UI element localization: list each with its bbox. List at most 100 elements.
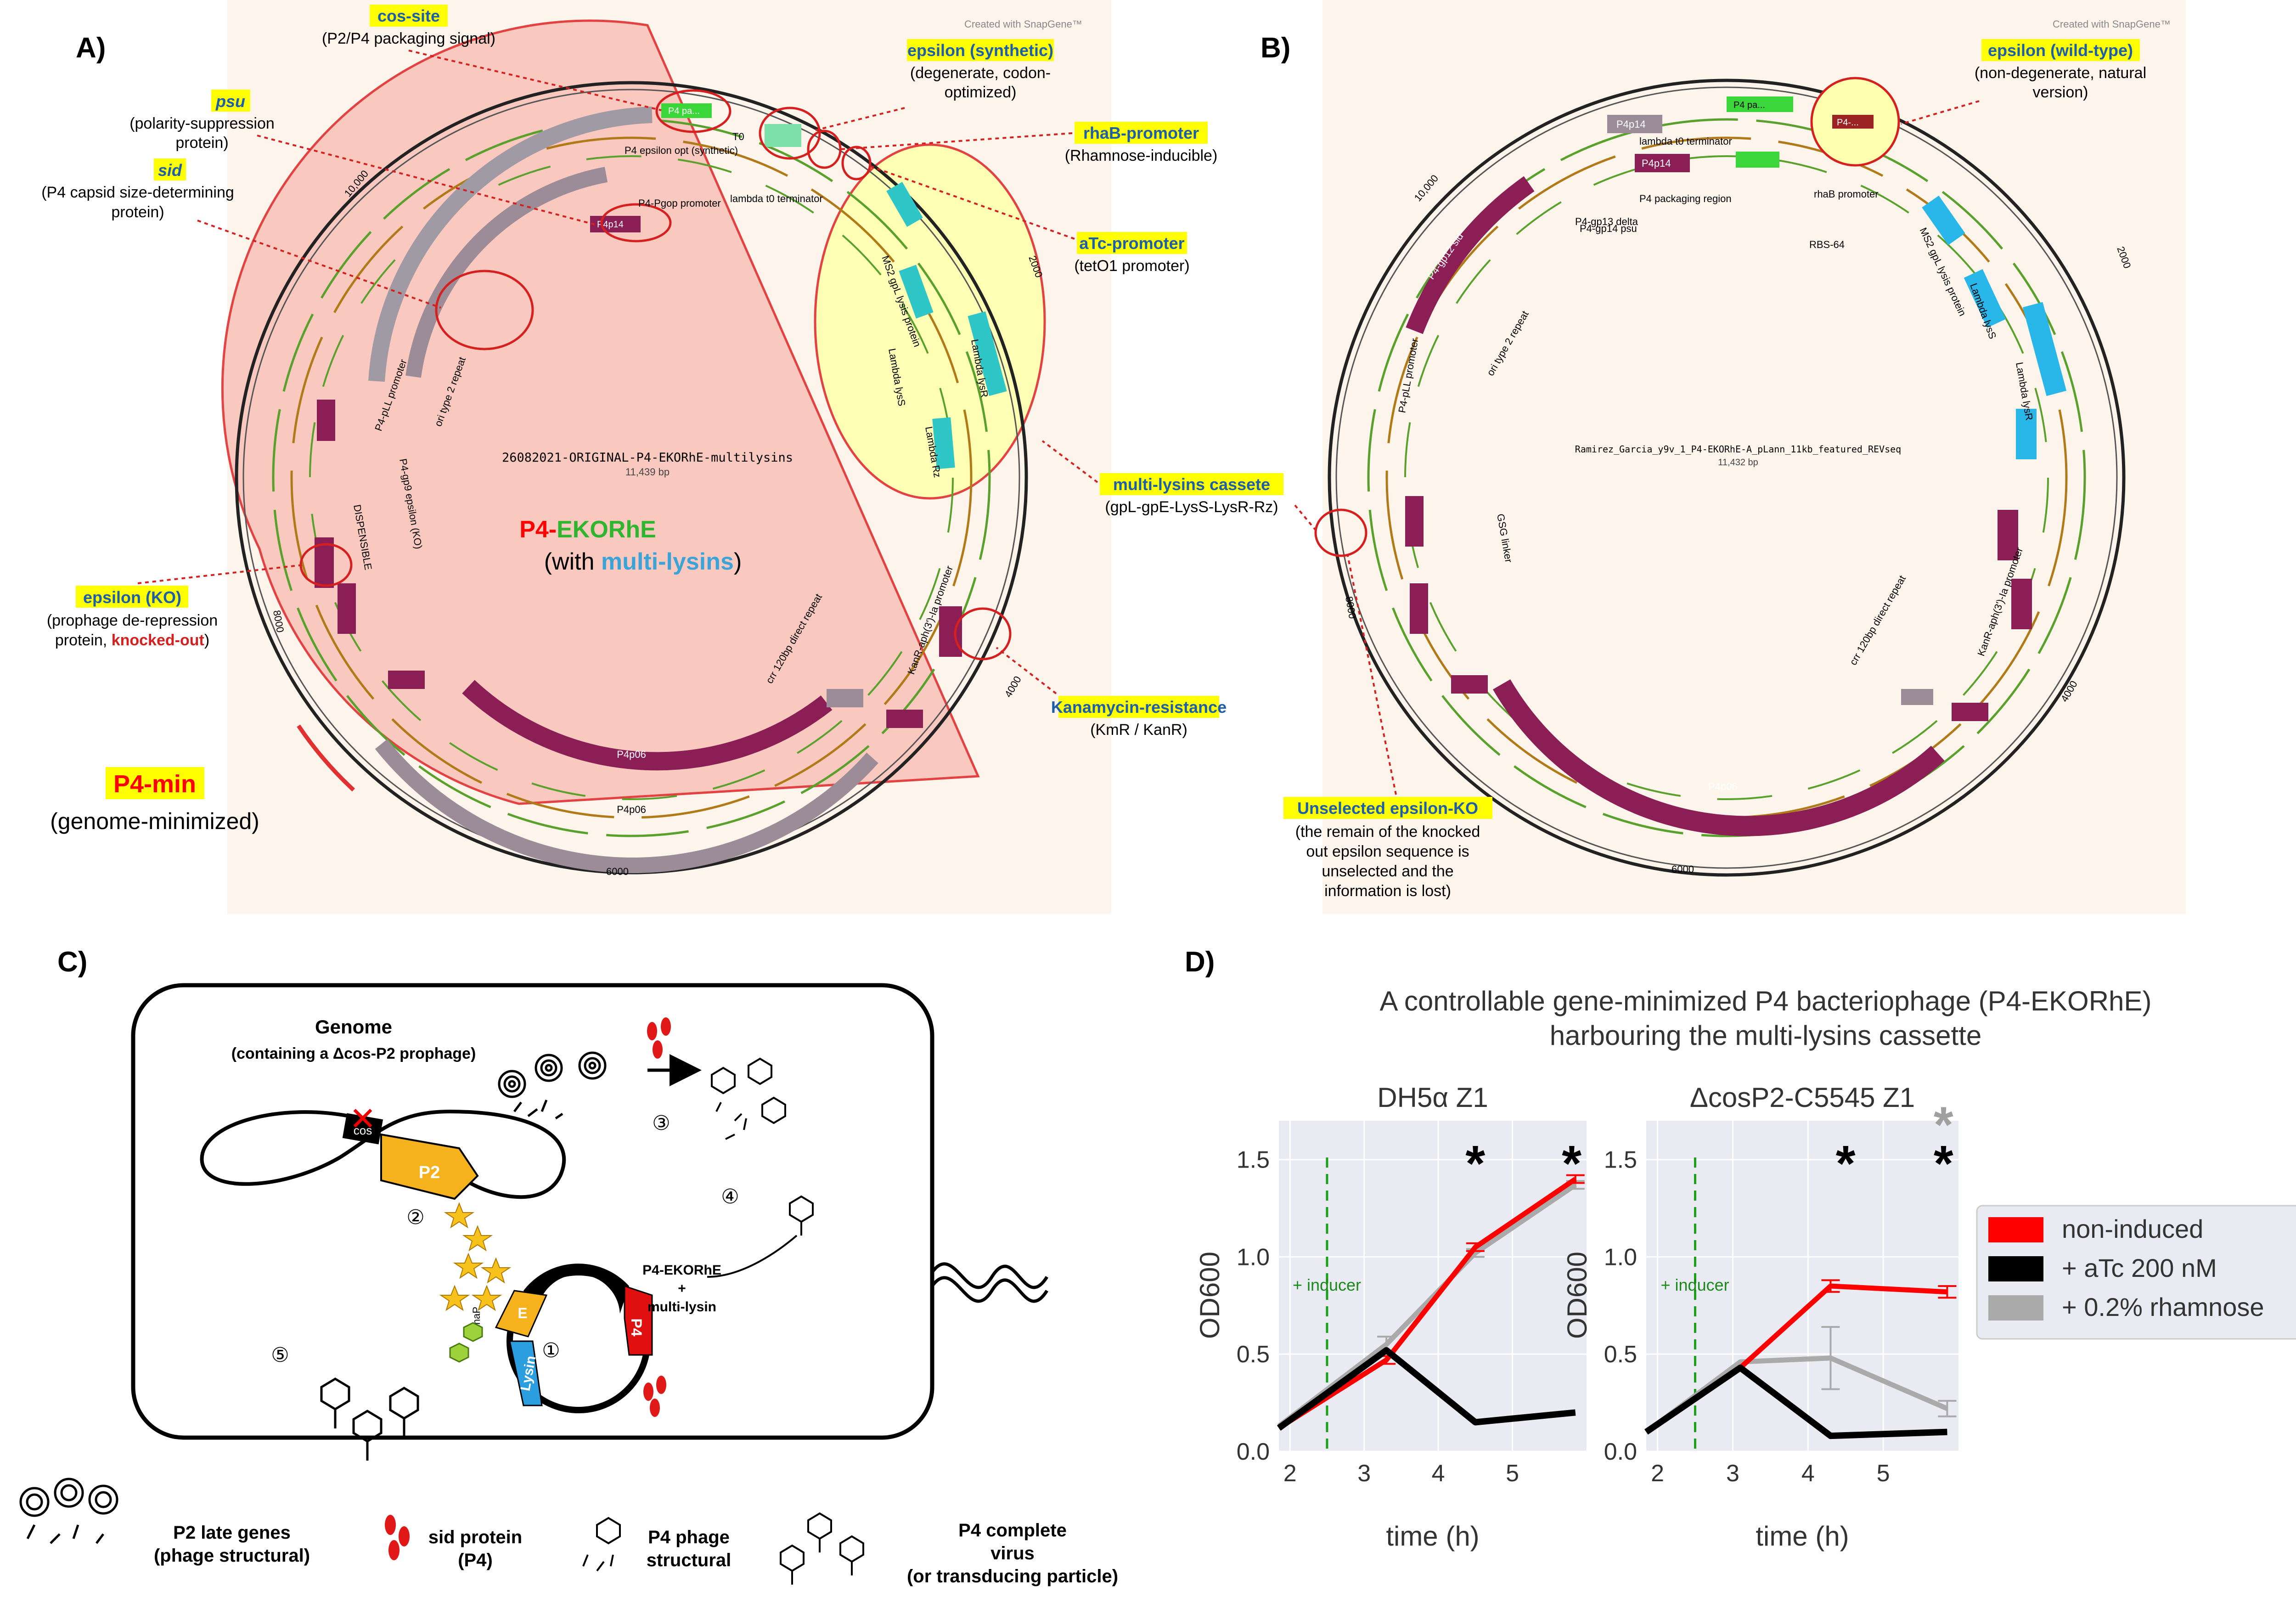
callout-rhab-sub: (Rhamnose-inducible): [1065, 147, 1218, 164]
plasmid-name-line2: +: [678, 1281, 686, 1296]
callout-psu-title: psu: [215, 92, 245, 111]
panel-b-track-1: [1367, 118, 2086, 837]
callout-unsel-title: Unselected epsilon-KO: [1297, 799, 1478, 818]
plot-dh5a-xtick-label: 5: [1506, 1460, 1519, 1487]
feature-label-t0: T0: [732, 131, 744, 142]
plasmid-lysin-segment: [509, 1340, 543, 1406]
plot-dh5a-ytick-label: 0.5: [1237, 1341, 1270, 1368]
panel-b-lambda-t0-label: lambda t0 terminator: [1639, 135, 1732, 147]
panel-b-p4pa-label: P4 pa...: [1733, 100, 1765, 110]
panel-b-rz-box: [2016, 409, 2037, 459]
feature-track-3: [309, 155, 954, 800]
panel-b-p4p10-box: [1405, 496, 1424, 547]
plot-dh5a-series-line: [1277, 1347, 1576, 1431]
p2-prophage-label: P2: [419, 1163, 440, 1182]
callout-eps-wt-title: epsilon (wild-type): [1988, 41, 2133, 60]
plot-dcos-significance-asterisk: *: [1836, 1135, 1856, 1192]
legend-p4-complete-line2: virus: [990, 1543, 1035, 1563]
injecting-phage: [707, 1195, 814, 1278]
chromosome-cos-label: cos: [354, 1123, 372, 1137]
p2-spirals-cell: [498, 1051, 607, 1120]
construct-subtitle-highlight: multi-lysins: [601, 548, 734, 575]
panel-b-km-box: [2011, 579, 2032, 629]
plot-dh5a-significance-asterisk: *: [1562, 1135, 1581, 1192]
plasmid-p4-label: P4: [628, 1318, 645, 1336]
callout-ko-sub2b: knocked-out: [112, 632, 204, 649]
panel-b-p4p08-box: [1410, 583, 1428, 634]
legend-p4-complete-line1: P4 complete: [958, 1520, 1067, 1541]
callout-cos-sub: (P2/P4 packaging signal): [322, 30, 495, 47]
callout-eps-syn-sub1: (degenerate, codon-: [910, 64, 1051, 82]
feature-track-2: [290, 136, 973, 819]
panel-b-p4p14-2-box: [1635, 154, 1690, 172]
plot-dcos-ytick-label: 0.5: [1604, 1341, 1637, 1368]
feature-lambda-lysr-box: [968, 311, 1007, 396]
feature-km-box: [939, 606, 962, 657]
construct-subtitle-prefix: (with: [544, 548, 601, 575]
panel-b-aph-box: [1998, 510, 2018, 560]
panel-b-p4p06-label: P4p06: [1708, 781, 1738, 792]
sid-protein-drops-plasmid: [643, 1376, 666, 1417]
callout-cos: cos-site (P2/P4 packaging signal): [322, 5, 662, 111]
construct-title: P4-EKORhE: [519, 516, 656, 543]
plot-dcos-ytick-label: 0.0: [1604, 1439, 1637, 1465]
activator-stars: [439, 1202, 512, 1311]
chart-legend-items: non-induced+ aTc 200 nM+ 0.2% rhamnose: [1988, 1214, 2264, 1321]
callout-kanamycin: Kanamycin-resistance (KmR / KanR): [996, 647, 1227, 739]
callout-psu: psu (polarity-suppression protein): [129, 90, 597, 226]
feature-lambda-rz-box: [932, 417, 955, 469]
construct-title-name: EKORhE: [557, 516, 656, 543]
panel-b-gp14-label: P4-gp14 psu: [1580, 223, 1637, 234]
feature-lambda-lyss-box: [899, 265, 934, 319]
panel-b-pack-label: P4 packaging region: [1639, 193, 1732, 204]
callout-sid-sub2: protein): [111, 203, 164, 221]
panel-b-sid-arc: [1406, 176, 1535, 334]
plot-dcos-xtick-label: 3: [1726, 1460, 1739, 1487]
panel-c: C) Genome (containing a Δcos-P2 prophage…: [19, 946, 1118, 1586]
legend-swatch: [1988, 1295, 2043, 1321]
panel-b-lysr-box: [2022, 302, 2067, 396]
step-2: ②: [406, 1206, 424, 1229]
panel-b-map-background: [1322, 0, 2186, 914]
callout-atc-title: aTc-promoter: [1079, 234, 1184, 253]
feature-label-lambda-t0: lambda t0 terminator: [730, 193, 823, 204]
panel-b-crr-box: [1901, 689, 1933, 705]
feature-label-p4p06-grey: P4p06: [617, 804, 646, 815]
callout-ko-sub1: (prophage de-repression: [47, 612, 218, 629]
callout-ko-title: epsilon (KO): [83, 588, 181, 607]
panel-b-tick-6000: 6000: [1671, 863, 1694, 875]
callout-unsel-sub4: information is lost): [1324, 882, 1451, 900]
feature-p4p11-box: [317, 400, 335, 441]
panel-b-snapgene-credit: Created with SnapGene™: [2053, 18, 2171, 30]
callout-sid-title: sid: [158, 161, 182, 180]
rhamnose-molecules: [449, 1322, 483, 1363]
feature-p4p08-box: [338, 583, 356, 634]
legend-p2-late-line2: (phage structural): [154, 1546, 310, 1566]
legend-p2-late-icon: [19, 1478, 118, 1544]
callout-eps-syn-title: epsilon (synthetic): [907, 41, 1053, 60]
callout-unselected-ko: Unselected epsilon-KO (the remain of the…: [1283, 555, 1492, 900]
callout-psu-sub2: protein): [175, 134, 228, 152]
plot-dcos-significance-asterisk: *: [1934, 1135, 1953, 1192]
panel-b-ms2-box: [1922, 195, 1965, 245]
legend-sid-icon: [385, 1515, 410, 1560]
legend-p4-complete-line3: (or transducing particle): [907, 1566, 1118, 1586]
legend-sid-line1: sid protein: [428, 1527, 522, 1547]
step-5: ⑤: [271, 1344, 289, 1366]
p4-min-subtitle: (genome-minimized): [50, 808, 259, 834]
plot-dh5a-inducer-label: + inducer: [1293, 1275, 1361, 1294]
feature-p4p07-box: [388, 671, 425, 689]
callout-cos-title: cos-site: [377, 6, 440, 25]
legend-p4-structural-icon: [582, 1517, 621, 1572]
plot-dh5a-marks: + inducer * *: [1277, 1135, 1585, 1451]
complete-virions-cell: [320, 1377, 419, 1461]
plasmid-epsilon-label: E: [518, 1305, 527, 1321]
panel-b: B) Created with SnapGene™ P4-... P4p14 P…: [1261, 0, 2186, 914]
callout-rhab-title: rhaB-promoter: [1083, 124, 1199, 142]
plot-dh5a-significance-asterisk: *: [1465, 1135, 1485, 1192]
legend-label: + 0.2% rhamnose: [2062, 1292, 2264, 1321]
feature-epsilon-syn-box: [765, 124, 801, 147]
callout-atc: aTc-promoter (tetO1 promoter): [867, 164, 1190, 275]
